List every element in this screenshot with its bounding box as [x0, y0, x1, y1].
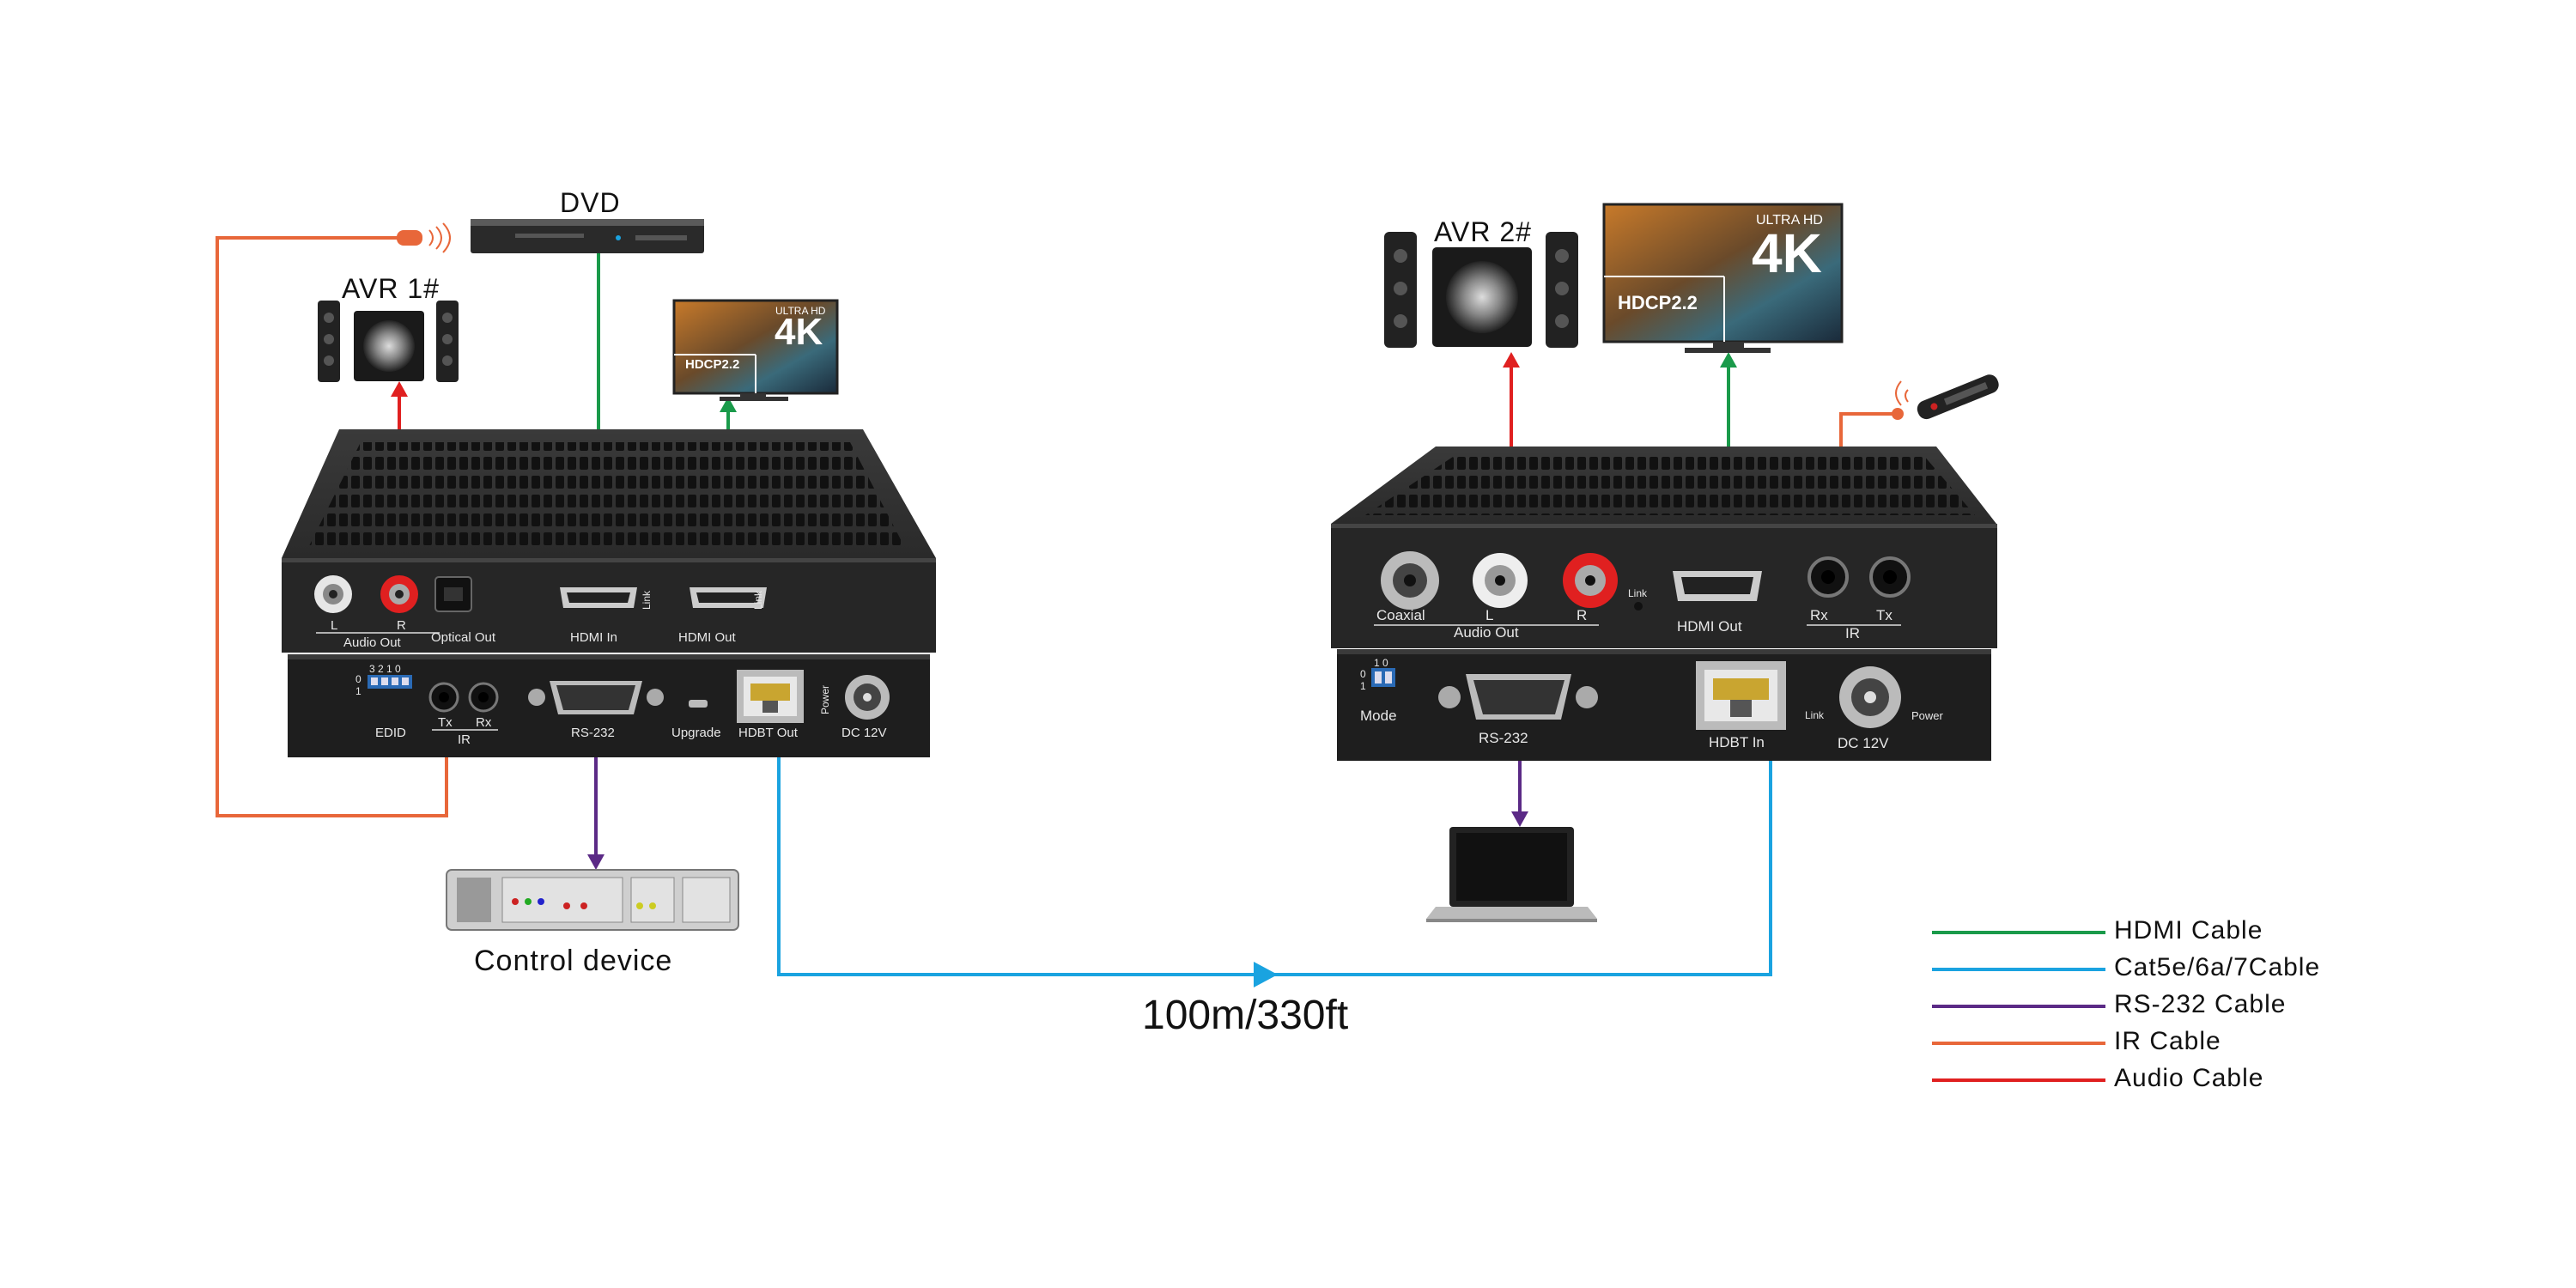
- rx-ir-label: IR: [1845, 625, 1860, 641]
- legend-item-audio: Audio Cable: [2114, 1064, 2264, 1092]
- rx-link-label: Link: [1628, 587, 1648, 599]
- tx-rs232-label: RS-232: [571, 726, 615, 740]
- legend-item-rs232: RS-232 Cable: [2114, 990, 2287, 1018]
- rx-mode-label: Mode: [1360, 708, 1397, 724]
- legend-item-cat: Cat5e/6a/7Cable: [2114, 953, 2321, 981]
- tx-edid-label: EDID: [375, 726, 406, 740]
- rx-coaxial-label: Coaxial: [1376, 607, 1425, 623]
- tv2-hdcp: HDCP2.2: [1618, 292, 1698, 313]
- tx-dip-numbers: 3 2 1 0: [369, 663, 401, 675]
- rx-dip-numbers: 1 0: [1374, 657, 1388, 669]
- rx-power-label: Power: [1911, 709, 1943, 722]
- tv2-4k: 4K: [1752, 222, 1822, 284]
- rx-link-bottom-label: Link: [1805, 709, 1825, 721]
- tx-optical-out-label: Optical Out: [431, 630, 496, 645]
- avr2-speakers: [1384, 232, 1578, 348]
- remote-control-icon: [1895, 374, 1999, 420]
- dvd-player: [471, 219, 704, 253]
- ir-emitter-icon: [397, 222, 451, 253]
- rx-dip-1: 1: [1360, 680, 1366, 692]
- control-device-label: Control device: [474, 945, 673, 977]
- transmitter-top-unit: [282, 429, 936, 653]
- rx-audio-out-label: Audio Out: [1454, 624, 1519, 641]
- avr1-label: AVR 1#: [342, 273, 440, 304]
- rx-rs232-label: RS-232: [1479, 730, 1528, 746]
- legend-item-hdmi: HDMI Cable: [2114, 916, 2263, 945]
- avr1-speakers: [318, 301, 459, 382]
- rx-ir-tx-label: Tx: [1876, 607, 1893, 623]
- tx-audio-r-label: R: [397, 618, 406, 633]
- receiver-top-unit: [1331, 447, 1997, 648]
- dvd-label: DVD: [560, 187, 621, 218]
- receiver-bottom-unit: [1337, 649, 1991, 761]
- ir-cable-left: [216, 236, 448, 817]
- tv1-hdcp: HDCP2.2: [685, 357, 740, 372]
- tx-hdbt-out-label: HDBT Out: [738, 726, 798, 740]
- tv2: [1602, 203, 1844, 353]
- tx-audio-out-label: Audio Out: [343, 635, 401, 650]
- tv1: [672, 299, 839, 401]
- tx-audio-l-label: L: [331, 618, 338, 633]
- rx-dc12v-label: DC 12V: [1838, 735, 1889, 751]
- rx-dip-0: 0: [1360, 668, 1366, 680]
- tx-ir-label: IR: [458, 732, 471, 747]
- legend-lines: [1932, 931, 2105, 1082]
- tx-ir-tx-label: Tx: [438, 715, 453, 730]
- rx-audio-l-label: L: [1485, 607, 1494, 623]
- tx-link2-label: Link: [752, 590, 765, 611]
- transmitter-bottom-unit: [288, 654, 930, 757]
- tx-power-label: Power: [819, 684, 832, 715]
- rx-hdbt-in-label: HDBT In: [1709, 734, 1765, 750]
- avr2-label: AVR 2#: [1434, 216, 1532, 247]
- rx-hdmi-out-label: HDMI Out: [1677, 618, 1742, 635]
- tx-hdmi-out-label: HDMI Out: [678, 630, 736, 645]
- tv1-4k: 4K: [775, 311, 823, 353]
- tx-link1-label: Link: [641, 590, 653, 611]
- laptop-icon: [1426, 827, 1597, 922]
- distance-label: 100m/330ft: [1142, 993, 1349, 1038]
- tx-ir-rx-label: Rx: [476, 715, 492, 730]
- tx-dip-1: 1: [355, 685, 361, 697]
- tx-hdmi-in-label: HDMI In: [570, 630, 618, 645]
- tv1-ultra-hd: ULTRA HD: [775, 305, 826, 317]
- rx-ir-rx-label: Rx: [1810, 607, 1828, 623]
- tx-upgrade-label: Upgrade: [671, 726, 721, 740]
- tv2-ultra-hd: ULTRA HD: [1756, 213, 1823, 228]
- control-device: [446, 869, 739, 931]
- legend-item-ir: IR Cable: [2114, 1027, 2221, 1055]
- rx-audio-r-label: R: [1577, 607, 1588, 623]
- tx-dc12v-label: DC 12V: [841, 726, 887, 740]
- tx-dip-0: 0: [355, 673, 361, 685]
